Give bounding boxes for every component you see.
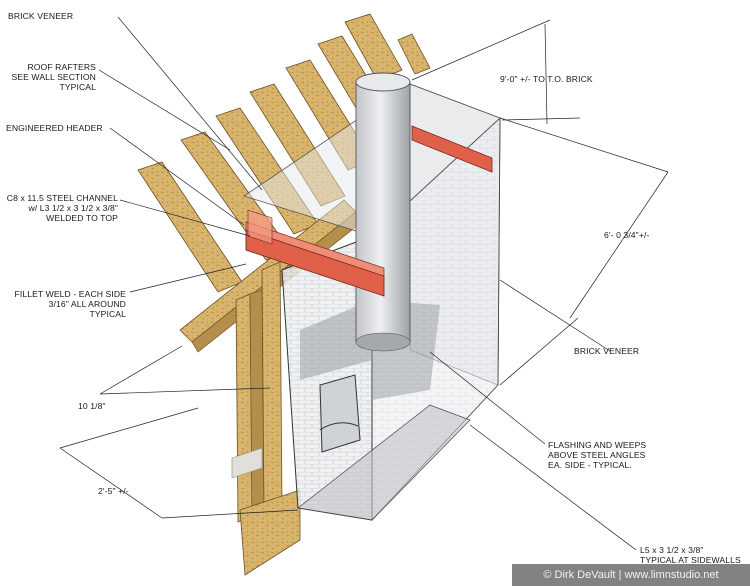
sheathing xyxy=(239,489,301,576)
stud xyxy=(249,289,265,516)
flue-cap xyxy=(355,72,411,92)
leader-line xyxy=(469,424,637,551)
label-brick-veneer-top: BRICK VENEER xyxy=(8,11,74,21)
stud xyxy=(235,293,253,523)
stud xyxy=(261,261,283,513)
label-brick-veneer-right: BRICK VENEER xyxy=(574,346,640,356)
label-dim-10: 10 1/8" xyxy=(78,401,106,411)
flue xyxy=(355,81,411,343)
rafter xyxy=(397,33,431,75)
wall-framing xyxy=(231,261,301,576)
steel-channel-rear xyxy=(411,125,493,173)
leader-line xyxy=(117,16,263,191)
leader-line xyxy=(109,127,245,226)
leader-line xyxy=(119,199,251,237)
label-dim-25: 2'-5" +/- xyxy=(98,486,129,496)
leader-line xyxy=(129,263,247,293)
leader-lines xyxy=(59,16,669,551)
label-angle: L5 x 3 1/2 x 3/8" TYPICAL AT SIDEWALLS xyxy=(640,545,741,565)
label-fillet-weld: FILLET WELD - EACH SIDE 3/16" ALL AROUND… xyxy=(14,289,126,319)
leader-line xyxy=(98,69,231,151)
steel-members xyxy=(245,125,493,297)
label-dim-height: 9'-0" +/- TO T.O. BRICK xyxy=(500,74,593,84)
flue-pipe xyxy=(355,72,411,352)
label-roof-rafters: ROOF RAFTERS SEE WALL SECTION TYPICAL xyxy=(11,62,96,92)
label-engineered-header: ENGINEERED HEADER xyxy=(6,123,103,133)
label-flashing: FLASHING AND WEEPS ABOVE STEEL ANGLES EA… xyxy=(548,440,647,470)
label-steel-channel: C8 x 11.5 STEEL CHANNEL w/ L3 1/2 x 3 1/… xyxy=(6,193,118,223)
leader-line xyxy=(499,279,611,352)
label-dim-depth: 6'- 0 3/4"+/- xyxy=(604,230,650,240)
fireplace-opening xyxy=(319,374,361,453)
credit-watermark: © Dirk DeVault | www.limnstudio.net xyxy=(512,564,750,586)
leader-line xyxy=(429,351,546,445)
rafter xyxy=(344,13,403,81)
